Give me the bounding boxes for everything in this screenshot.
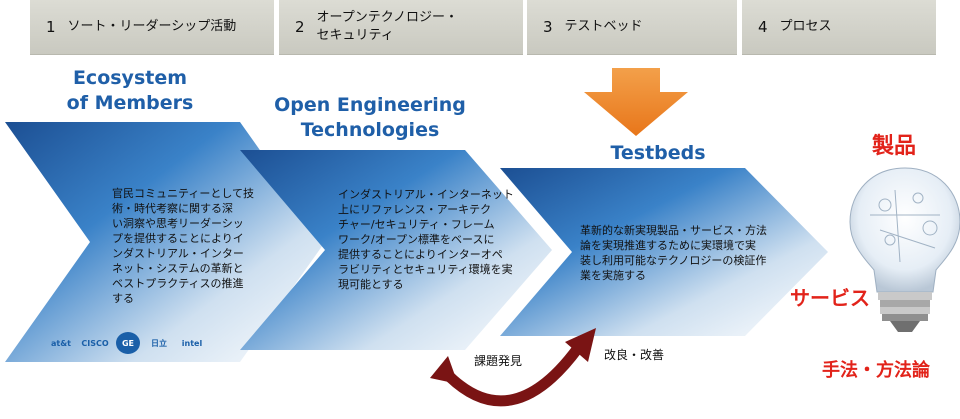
down-arrow bbox=[584, 68, 688, 136]
tab-process[interactable]: 4 プロセス bbox=[742, 0, 936, 55]
stage-title-open-engineering: Open Engineering Technologies bbox=[274, 94, 466, 141]
caption-improve: 改良・改善 bbox=[604, 348, 665, 362]
tab-open-technology-security[interactable]: 2 オープンテクノロジー・ セキュリティ bbox=[279, 0, 523, 55]
stage-body-testbeds: 革新的な新実現製品・サービス・方法 論を実現推進するために実環境で実 装し利用可… bbox=[580, 224, 767, 282]
logo-cisco: CISCO bbox=[81, 338, 109, 348]
chevron-testbeds bbox=[500, 168, 828, 336]
logo-intel: intel bbox=[181, 338, 203, 348]
tab-testbeds[interactable]: 3 テストベッド bbox=[527, 0, 737, 55]
tab-number: 2 bbox=[295, 18, 305, 36]
output-method: 手法・方法論 bbox=[822, 360, 930, 381]
logo-hitachi: 日立 bbox=[151, 338, 167, 348]
tab-thought-leadership[interactable]: 1 ソート・リーダーシップ活動 bbox=[30, 0, 274, 55]
tab-label: ソート・リーダーシップ活動 bbox=[67, 19, 237, 34]
chevron-ecosystem bbox=[5, 122, 325, 362]
logo-ge: GE bbox=[116, 332, 140, 354]
stage-body-ecosystem: 官民コミュニティーとして技 術・時代考察に関する深 い洞察や思考リーダーシッ プ… bbox=[112, 187, 255, 305]
chevron-open-engineering bbox=[240, 150, 552, 350]
tab-number: 4 bbox=[758, 18, 768, 36]
tab-number: 3 bbox=[543, 18, 553, 36]
caption-issue: 課題発見 bbox=[474, 354, 523, 368]
output-product: 製品 bbox=[872, 134, 917, 159]
light-bulb-icon bbox=[849, 167, 960, 332]
logo-att: at&t bbox=[50, 338, 72, 348]
tab-label: オープンテクノロジー・ セキュリティ bbox=[316, 10, 458, 43]
stage-title-testbeds: Testbeds bbox=[610, 142, 706, 164]
tab-label: テストベッド bbox=[564, 19, 643, 34]
stage-body-open-engineering: インダストリアル・インターネット 上にリファレンス・アーキテク チャー/セキュリ… bbox=[338, 188, 514, 291]
output-service: サービス bbox=[790, 286, 870, 310]
stage-title-ecosystem: Ecosystem of Members bbox=[66, 67, 194, 114]
cycle-arrow-icon bbox=[430, 328, 596, 407]
tab-label: プロセス bbox=[779, 19, 832, 34]
tab-number: 1 bbox=[46, 18, 56, 36]
